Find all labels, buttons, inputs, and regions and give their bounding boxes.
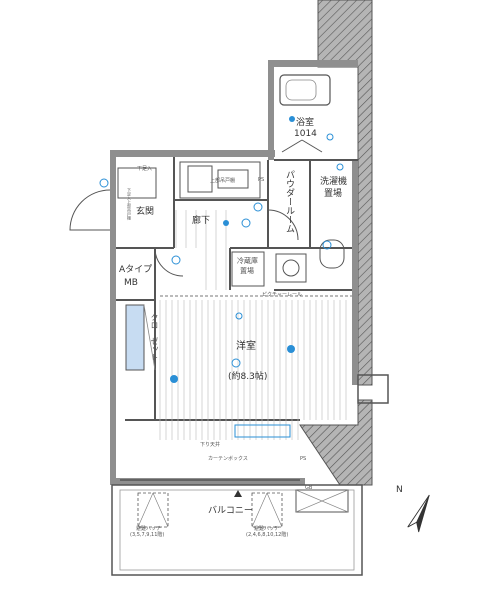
hatch-right-floors: (2,4,6,8,10,12階) — [246, 532, 289, 538]
fridge-label: 冷蔵庫 — [237, 257, 258, 265]
mb-type-label: Aタイプ — [119, 265, 153, 275]
ceiling-light-2 — [170, 375, 178, 383]
western-room-label: 洋室 — [236, 341, 256, 352]
toilet — [319, 239, 345, 269]
gb-label: GB — [305, 485, 313, 491]
washbasin — [275, 253, 307, 283]
bathtub — [279, 74, 331, 106]
closet-door-line — [143, 304, 156, 371]
shoe-storage-note: 下足入上部吊戸棚 — [127, 188, 132, 220]
entrance-door-swing — [69, 189, 111, 231]
hatch-left-diag2 — [152, 492, 169, 528]
ps-label-2: PS — [300, 456, 307, 462]
shoe-storage-box — [117, 167, 157, 199]
ceiling-light-4 — [289, 116, 295, 122]
laundry-label: 洗濯機 — [320, 177, 348, 187]
ac-indoor-unit — [234, 424, 291, 438]
kitchen-sink — [217, 169, 249, 189]
western-room-size: (約8.3帖) — [228, 372, 268, 382]
hall-door-swing — [154, 247, 184, 277]
kitchen-stove — [187, 165, 213, 193]
balcony-inner — [119, 489, 355, 571]
compass-label: N — [396, 485, 403, 495]
hatch-left-box — [137, 492, 169, 528]
curtain-box-label: カーテンボックス — [208, 456, 248, 462]
powder-room-label: パウダールーム — [284, 170, 294, 233]
closet-area — [125, 304, 145, 371]
ac-cross-2 — [295, 489, 349, 513]
picture-rail-label: ピクチャーレール — [262, 292, 302, 298]
hatch-right-diag1 — [251, 492, 268, 528]
shoe-storage-label: 下足入 — [137, 166, 153, 172]
ac-outdoor-unit — [295, 489, 349, 513]
entrance-label: 玄関 — [136, 207, 155, 217]
ceiling-light-1 — [287, 345, 295, 353]
structural-wall-right-lower — [299, 399, 373, 486]
laundry-sub: 置場 — [324, 189, 343, 199]
side-window — [357, 374, 389, 404]
powder-door-swing — [267, 209, 299, 241]
bathroom-size: 1014 — [294, 129, 317, 139]
outlet-markers — [99, 133, 344, 368]
hatch-left-label: 避難ハッチ — [136, 526, 162, 532]
hatch-right-label: 避難ハッチ — [254, 526, 280, 532]
balcony-label: バルコニー — [208, 506, 253, 516]
interior-walls — [116, 157, 358, 421]
hatch-right-box — [251, 492, 283, 528]
hallway-label: 廊下 — [192, 216, 211, 226]
floor-boards — [159, 210, 347, 440]
bathroom-door — [281, 139, 303, 153]
fridge-box — [231, 251, 265, 287]
hatch-right-diag2 — [266, 492, 283, 528]
mb-label: MB — [124, 278, 138, 288]
lower-beam-label: 下り天井 — [200, 442, 221, 448]
hatch-left-floors: (3,5,7,9,11階) — [130, 532, 165, 538]
exterior-walls — [110, 60, 358, 485]
bathtub-inner — [285, 79, 317, 101]
kitchen-counter — [179, 161, 261, 199]
bathroom-label: 浴室 — [296, 118, 315, 128]
fridge-sub: 置場 — [240, 267, 254, 275]
bathroom-door-2 — [301, 139, 323, 153]
balcony-outline — [111, 484, 363, 576]
ceiling-light-3 — [223, 220, 229, 226]
ps-label-1: PS — [258, 177, 265, 183]
entry-arrow — [234, 490, 242, 497]
upper-cabinet-label: 上部吊戸棚 — [210, 178, 236, 184]
compass-arrow — [407, 494, 430, 533]
electrical-markers — [170, 116, 295, 383]
closet-label: クローゼット — [150, 313, 159, 361]
sink-bowl — [282, 259, 300, 277]
hatch-left-diag1 — [137, 492, 154, 528]
